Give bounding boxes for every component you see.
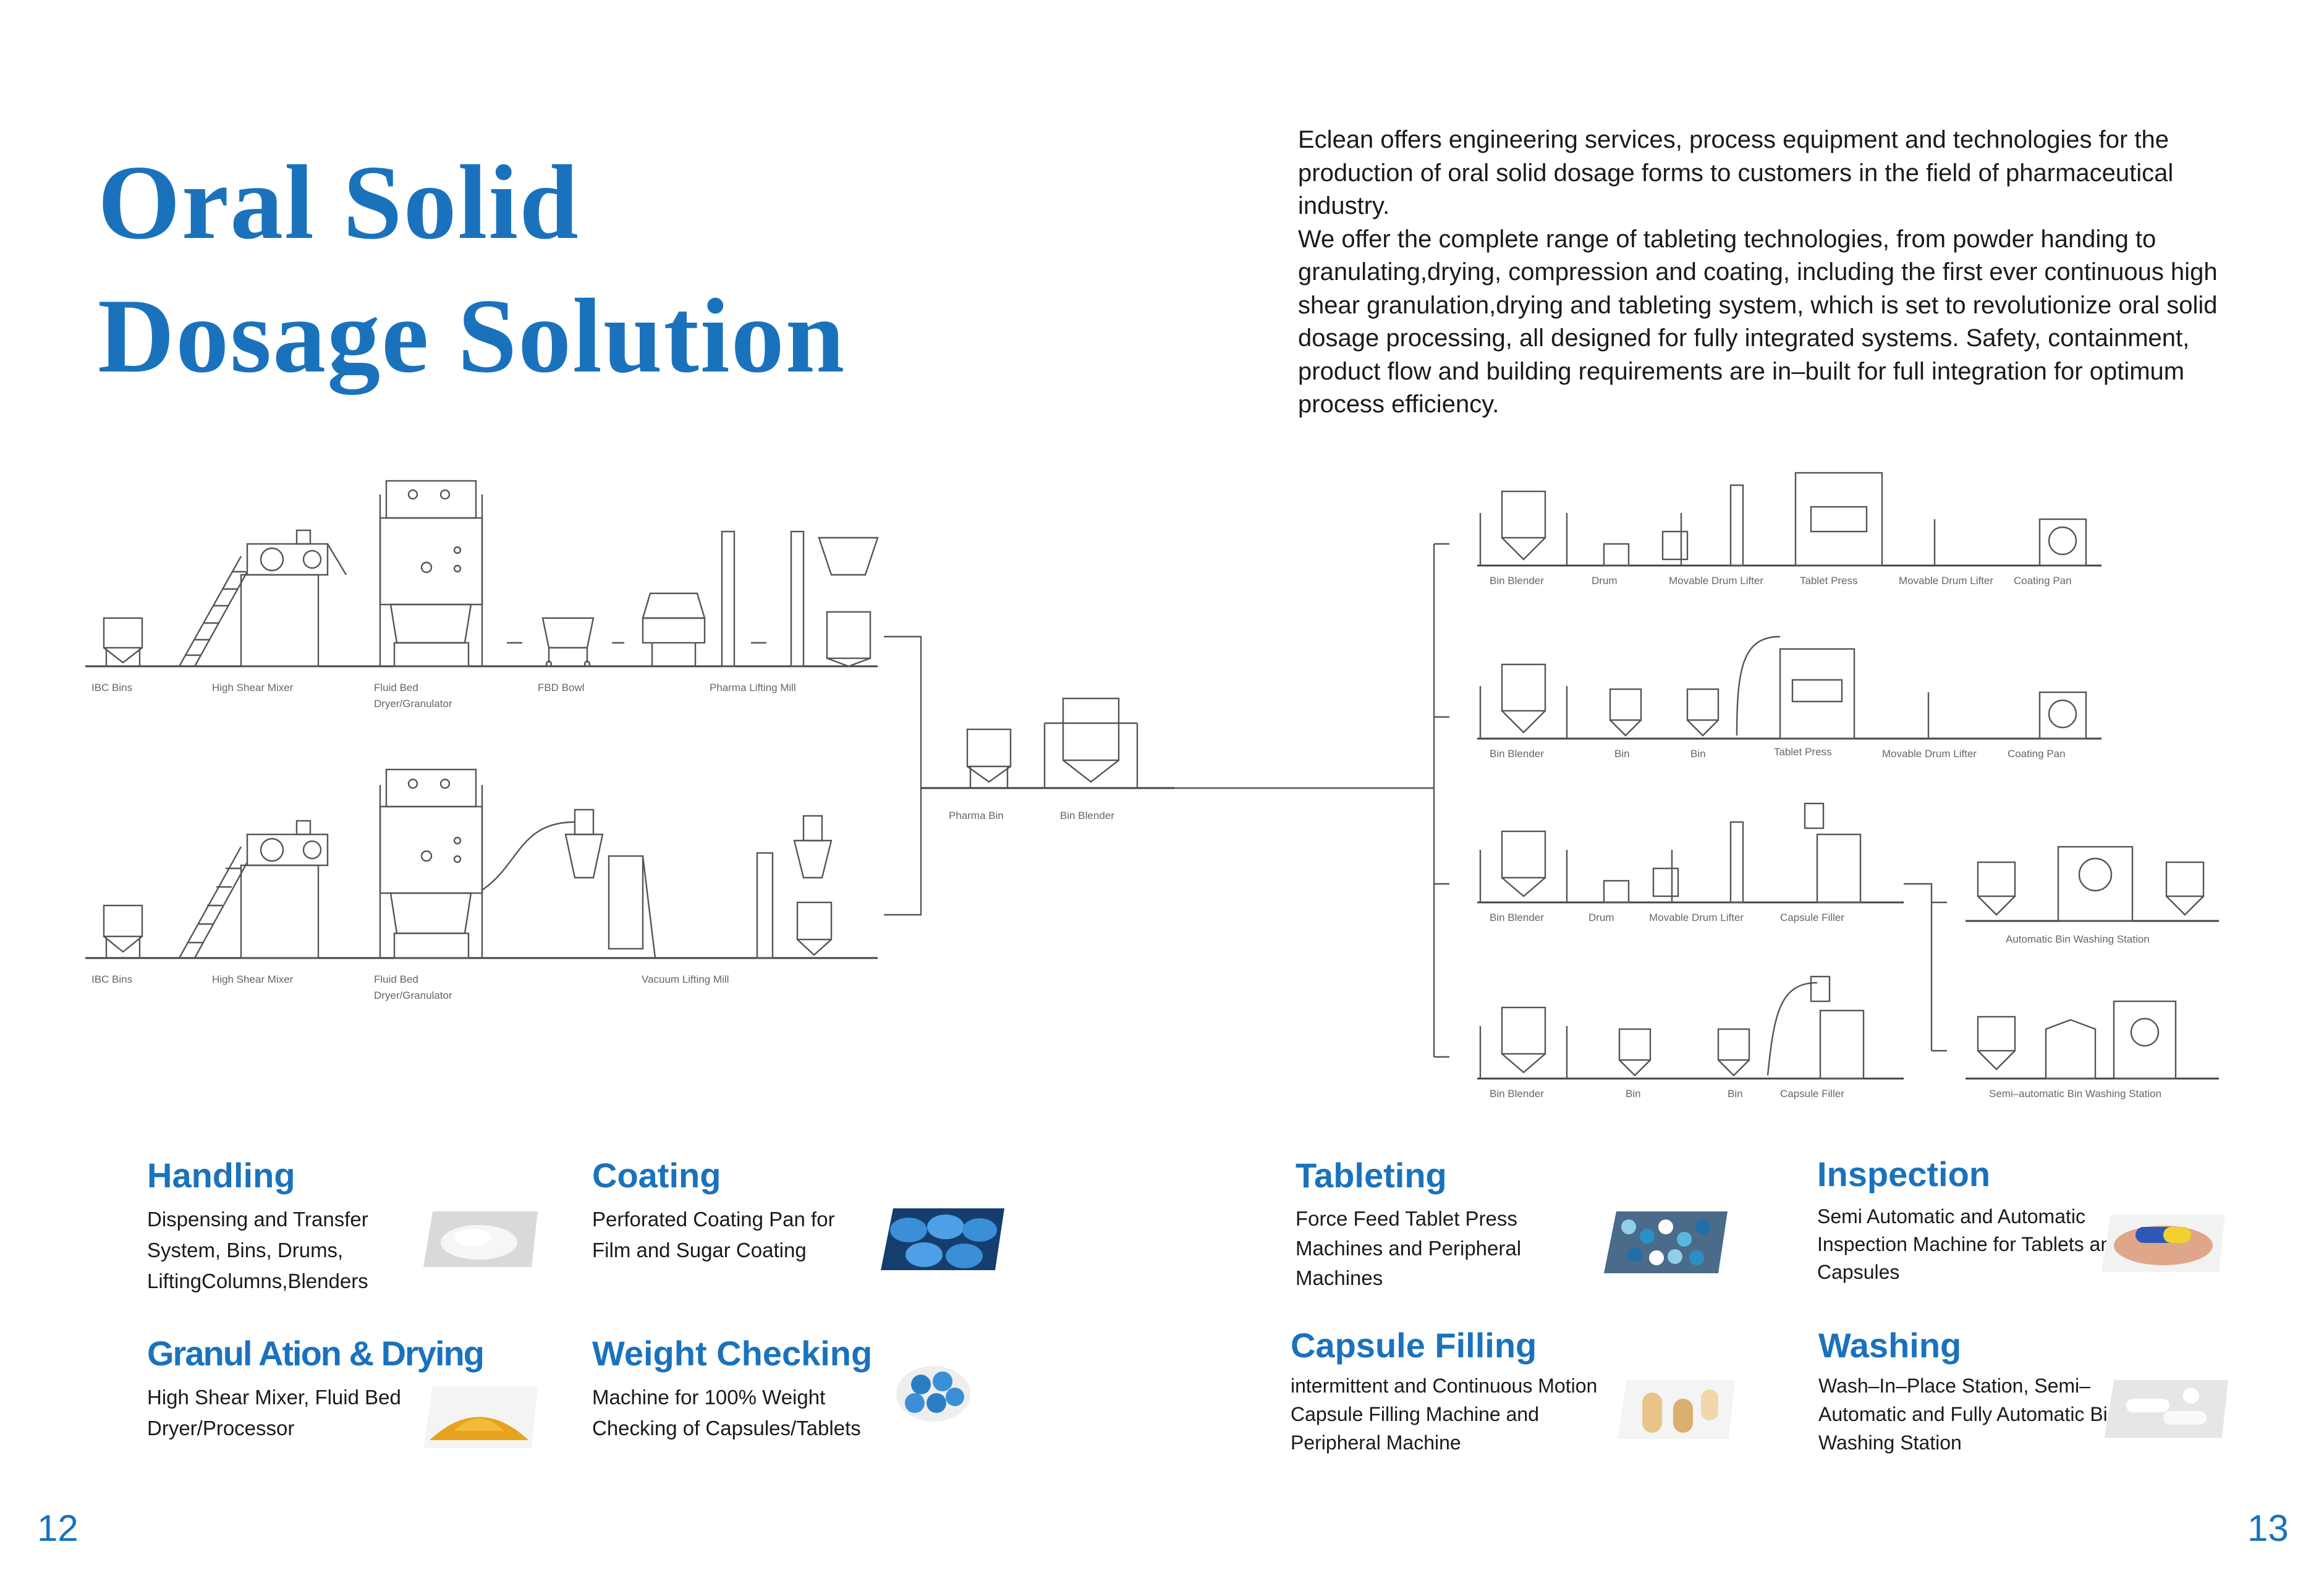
top-left-process-line: IBC Bins High Shear Mixer Fluid Bed Drye… <box>85 480 879 710</box>
label-r1-drum-lifter: Movable Drum Lifter <box>1669 575 1763 587</box>
category-coating: Coating Perforated Coating Pan for Film … <box>592 1156 852 1266</box>
capsule-text: intermittent and Continuous Motion Capsu… <box>1291 1375 1598 1454</box>
high-shear-mixer-icon <box>178 529 347 668</box>
label-fluid-bed: Fluid Bed <box>374 682 418 693</box>
label-dryer-granulator-2: Dryer/Granulator <box>374 990 452 1001</box>
intro-text: Eclean offers engineering services, proc… <box>1298 124 2237 422</box>
label-r3-capsule-filler: Capsule Filler <box>1780 912 1844 923</box>
label-semi-washing: Semi–automatic Bin Washing Station <box>1989 1088 2161 1100</box>
label-dryer-granulator: Dryer/Granulator <box>374 698 452 710</box>
label-high-shear-mixer-2: High Shear Mixer <box>212 973 294 985</box>
label-vacuum-lifting-mill: Vacuum Lifting Mill <box>642 973 729 985</box>
category-granulation-drying: Granul Ation & Drying High Shear Mixer, … <box>147 1334 580 1444</box>
inspection-capsule-image <box>2098 1211 2228 1273</box>
label-fluid-bed-2: Fluid Bed <box>374 973 418 985</box>
capsule-line-2: Bin Blender Bin Bin Capsule Filler <box>1477 975 1904 1100</box>
washing-title: Washing <box>1818 1326 1962 1365</box>
label-r2-coating-pan: Coating Pan <box>2008 748 2066 760</box>
label-fbd-bowl: FBD Bowl <box>538 682 585 693</box>
bottom-left-process-line: IBC Bins High Shear Mixer Fluid Bed Drye… <box>85 768 878 1001</box>
bin-blender-center-icon <box>1043 697 1139 788</box>
capsule-title: Capsule Filling <box>1291 1326 1537 1365</box>
label-r4-bin-2: Bin <box>1728 1088 1743 1100</box>
process-flow-diagram: IBC Bins High Shear Mixer Fluid Bed Drye… <box>85 472 2219 1100</box>
label-r1-bin-blender: Bin Blender <box>1490 575 1544 587</box>
pharma-bin-icon <box>966 728 1012 788</box>
label-r3-bin-blender: Bin Blender <box>1490 912 1544 923</box>
tableting-title: Tableting <box>1296 1156 1447 1195</box>
label-r4-bin: Bin <box>1626 1088 1641 1100</box>
capsule-image <box>1614 1377 1738 1442</box>
label-r2-tablet-press: Tablet Press <box>1774 746 1832 758</box>
capsule-line-1: Bin Blender Drum Movable Drum Lifter Cap… <box>1477 802 1904 923</box>
label-r1-drum: Drum <box>1592 575 1618 587</box>
fluid-bed-dryer-icon <box>379 480 483 668</box>
vacuum-lifting-mill-icon <box>564 808 833 959</box>
category-capsule-filling: Capsule Filling intermittent and Continu… <box>1291 1326 1612 1457</box>
label-r2-bin-blender: Bin Blender <box>1490 748 1544 760</box>
label-r2-drum-lifter: Movable Drum Lifter <box>1882 748 1977 760</box>
granulation-title: Granul Ation & Drying <box>147 1334 485 1373</box>
handling-title: Handling <box>147 1156 295 1195</box>
label-pharma-lifting-mill: Pharma Lifting Mill <box>710 682 796 693</box>
tableting-tablets-image <box>1601 1208 1731 1275</box>
label-high-shear-mixer: High Shear Mixer <box>212 682 294 693</box>
coating-title: Coating <box>592 1156 721 1195</box>
label-r4-capsule-filler: Capsule Filler <box>1780 1088 1844 1100</box>
category-weight-checking: Weight Checking Machine for 100% Weight … <box>592 1334 963 1444</box>
tableting-line-2: Bin Blender Bin Bin Tablet Press Movable… <box>1477 635 2101 760</box>
label-r3-drum-lifter: Movable Drum Lifter <box>1649 912 1744 923</box>
category-inspection: Inspection Semi Automatic and Automatic … <box>1817 1155 2126 1286</box>
label-bin-blender-center: Bin Blender <box>1060 810 1114 821</box>
fbd-bowl-icon <box>541 617 595 668</box>
coating-tablets-image <box>878 1205 1007 1273</box>
page-number-right: 13 <box>2247 1508 2289 1549</box>
coating-text: Perforated Coating Pan for Film and Suga… <box>592 1208 835 1262</box>
tableting-text: Force Feed Tablet Press Machines and Per… <box>1296 1207 1522 1289</box>
category-handling: Handling Dispensing and Transfer System,… <box>147 1156 407 1297</box>
ibc-bin-icon-2 <box>103 904 143 958</box>
label-r1-drum-lifter-2: Movable Drum Lifter <box>1899 575 1993 587</box>
ibc-bin-icon <box>103 617 143 666</box>
handling-powder-image <box>417 1205 541 1270</box>
title-line-2: Dosage Solution <box>98 278 846 395</box>
category-tableting: Tableting Force Feed Tablet Press Machin… <box>1296 1156 1561 1293</box>
fluid-bed-dryer-icon-2 <box>379 768 483 959</box>
label-r3-drum: Drum <box>1588 912 1614 923</box>
intro-paragraph-2: We offer the complete range of tableting… <box>1298 225 2218 418</box>
pharma-lifting-mill-icon <box>642 530 879 668</box>
tableting-line-1: Bin Blender Drum Movable Drum Lifter Tab… <box>1477 472 2101 587</box>
page-number-left: 12 <box>37 1508 78 1549</box>
label-auto-washing: Automatic Bin Washing Station <box>2006 933 2150 945</box>
weight-tablets-image <box>890 1363 1001 1425</box>
weight-title: Weight Checking <box>592 1334 873 1373</box>
label-r2-bin: Bin <box>1614 748 1630 760</box>
handling-text: Dispensing and Transfer System, Bins, Dr… <box>147 1208 368 1292</box>
label-ibc-bins: IBC Bins <box>91 682 132 693</box>
high-shear-mixer-icon-2 <box>178 820 329 959</box>
inspection-text: Semi Automatic and Automatic Inspection … <box>1817 1205 2123 1283</box>
inspection-title: Inspection <box>1817 1155 1991 1194</box>
washing-stations: Automatic Bin Washing Station Semi–autom… <box>1904 846 2219 1100</box>
label-r4-bin-blender: Bin Blender <box>1490 1088 1544 1100</box>
category-washing: Washing Wash–In–Place Station, Semi–Auto… <box>1818 1326 2140 1457</box>
label-ibc-bins-2: IBC Bins <box>91 973 132 985</box>
washing-text: Wash–In–Place Station, Semi–Automatic an… <box>1818 1375 2119 1454</box>
label-r2-bin-2: Bin <box>1690 748 1706 760</box>
granulation-text: High Shear Mixer, Fluid Bed Dryer/Proces… <box>147 1386 401 1440</box>
title-line-1: Oral Solid <box>98 144 580 261</box>
label-r1-coating-pan: Coating Pan <box>2014 575 2072 587</box>
page-title: Oral Solid Dosage Solution <box>98 136 846 403</box>
granulation-powder-image <box>417 1381 541 1449</box>
weight-text: Machine for 100% Weight Checking of Caps… <box>592 1386 861 1440</box>
label-r1-tablet-press: Tablet Press <box>1800 575 1858 587</box>
intro-paragraph-1: Eclean offers engineering services, proc… <box>1298 126 2174 219</box>
washing-tablets-image <box>2101 1377 2228 1439</box>
center-junction: Pharma Bin Bin Blender <box>884 543 1449 1058</box>
label-pharma-bin: Pharma Bin <box>949 810 1004 821</box>
